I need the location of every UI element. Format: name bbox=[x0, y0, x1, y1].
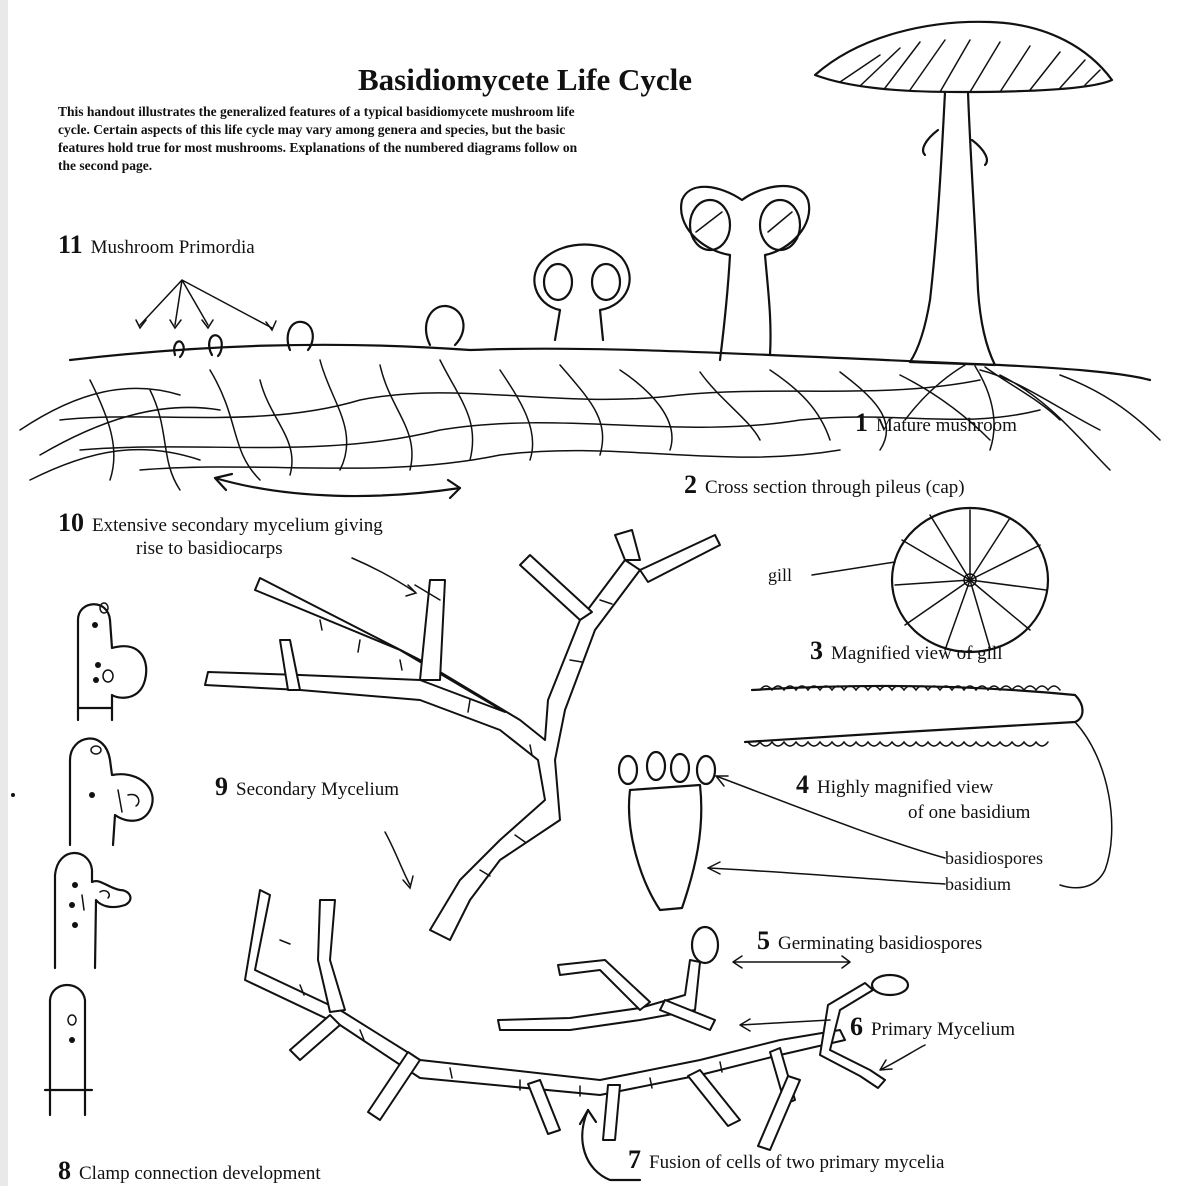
stage-text: Magnified view of gill bbox=[831, 643, 1003, 664]
basidiospores-callout: basidiospores bbox=[945, 848, 1043, 869]
stage-number: 5 bbox=[757, 926, 770, 955]
stage-number: 9 bbox=[215, 772, 228, 801]
stage-10-label: 10 Extensive secondary mycelium giving bbox=[58, 508, 383, 538]
stage-number: 11 bbox=[58, 230, 83, 259]
button-stage-mushroom bbox=[534, 245, 629, 341]
stage-3-label: 3 Magnified view of gill bbox=[810, 636, 1003, 666]
cap-cross-section bbox=[812, 508, 1048, 652]
clamp-connection-sequence bbox=[45, 603, 153, 1115]
secondary-mycelium-lower bbox=[245, 832, 845, 1150]
stage-7-label: 7 Fusion of cells of two primary mycelia bbox=[628, 1145, 945, 1175]
stage-number: 2 bbox=[684, 470, 697, 499]
stage-8-label: 8 Clamp connection development bbox=[58, 1156, 321, 1186]
mature-mushroom bbox=[815, 22, 1112, 365]
stage-5-label: 5 Germinating basidiospores bbox=[757, 926, 982, 956]
stage-4-label: 4 Highly magnified view bbox=[796, 770, 993, 800]
stage-text: Germinating basidiospores bbox=[778, 933, 982, 954]
stage-text: Highly magnified view bbox=[817, 777, 993, 798]
stage-number: 6 bbox=[850, 1012, 863, 1041]
stage-text: Mature mushroom bbox=[876, 415, 1017, 436]
stage-number: 10 bbox=[58, 508, 84, 537]
stage-6-label: 6 Primary Mycelium bbox=[850, 1012, 1015, 1042]
stage-text: Fusion of cells of two primary mycelia bbox=[649, 1152, 945, 1173]
stage-text: Mushroom Primordia bbox=[91, 237, 255, 258]
stage-9-label: 9 Secondary Mycelium bbox=[215, 772, 399, 802]
stage-number: 7 bbox=[628, 1145, 641, 1174]
stage-4-label-line2: of one basidium bbox=[908, 802, 1030, 824]
stage-text: Primary Mycelium bbox=[871, 1019, 1015, 1040]
stage-text: Extensive secondary mycelium giving bbox=[92, 515, 383, 536]
stage-text: Secondary Mycelium bbox=[236, 779, 399, 800]
stage-text: Clamp connection development bbox=[79, 1163, 321, 1184]
scan-speck bbox=[11, 793, 15, 797]
stage-1-label: 1 Mature mushroom bbox=[855, 408, 1017, 438]
stage-10-label-line2: rise to basidiocarps bbox=[136, 538, 283, 560]
stage-number: 4 bbox=[796, 770, 809, 799]
stage-number: 1 bbox=[855, 408, 868, 437]
page-title: Basidiomycete Life Cycle bbox=[358, 62, 692, 98]
intro-paragraph: This handout illustrates the generalized… bbox=[58, 103, 598, 175]
stage-number: 3 bbox=[810, 636, 823, 665]
basidium-callout: basidium bbox=[945, 874, 1011, 895]
arrow-10 bbox=[215, 474, 460, 498]
stage-text: Cross section through pileus (cap) bbox=[705, 477, 965, 498]
stage-number: 8 bbox=[58, 1156, 71, 1185]
stage-2-label: 2 Cross section through pileus (cap) bbox=[684, 470, 965, 500]
young-mushroom bbox=[681, 186, 809, 360]
gill-callout: gill bbox=[768, 565, 792, 586]
stage-11-label: 11 Mushroom Primordia bbox=[58, 230, 255, 260]
